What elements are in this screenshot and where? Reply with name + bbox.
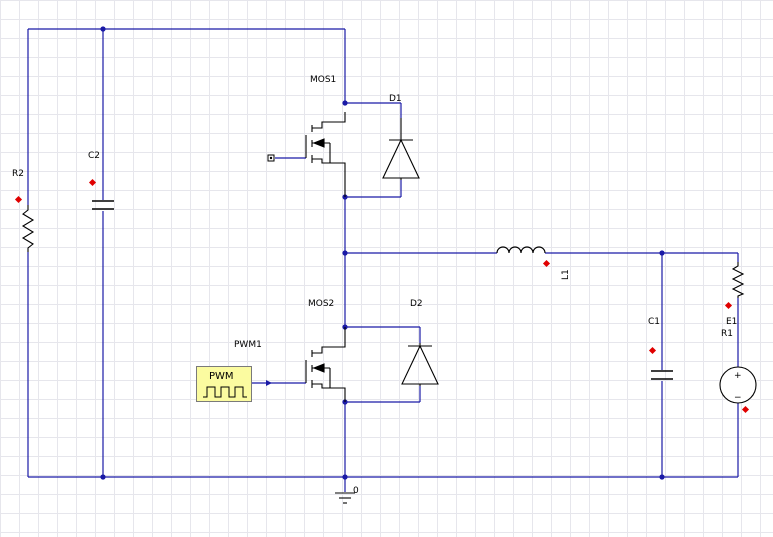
junction-dot bbox=[342, 474, 348, 480]
capacitor-c1[interactable] bbox=[651, 370, 673, 380]
junction-dot bbox=[342, 250, 348, 256]
inductor-l1[interactable] bbox=[496, 246, 546, 254]
mos2-gate-arrow bbox=[266, 380, 272, 386]
diode-d1[interactable] bbox=[382, 118, 420, 180]
junction-dot bbox=[659, 474, 665, 480]
label-d2: D2 bbox=[410, 299, 423, 309]
mos1-gate-dot bbox=[269, 156, 273, 160]
marker-c2 bbox=[88, 178, 97, 187]
junction-dot bbox=[659, 250, 665, 256]
mosfet-mos2[interactable] bbox=[305, 327, 346, 402]
marker-r1 bbox=[724, 301, 733, 310]
marker-c1 bbox=[648, 346, 657, 355]
label-mos2: MOS2 bbox=[308, 299, 335, 309]
label-r1: R1 bbox=[721, 329, 733, 339]
pwm-waveform-icon bbox=[203, 386, 247, 398]
junction-dot bbox=[100, 26, 106, 32]
label-d1: D1 bbox=[389, 94, 402, 104]
ground-symbol[interactable] bbox=[335, 492, 355, 504]
label-r2: R2 bbox=[12, 169, 24, 179]
label-c1: C1 bbox=[648, 317, 661, 327]
mosfet-mos1[interactable] bbox=[305, 112, 346, 197]
resistor-r2[interactable] bbox=[21, 205, 35, 252]
source-minus-symbol: − bbox=[734, 393, 742, 403]
label-ground: 0 bbox=[353, 486, 359, 496]
resistor-r1[interactable] bbox=[731, 262, 745, 298]
pwm-block-label: PWM bbox=[209, 371, 234, 382]
marker-l1 bbox=[542, 259, 551, 268]
label-pwm1: PWM1 bbox=[234, 340, 262, 350]
junction-dot bbox=[342, 100, 348, 106]
label-mos1: MOS1 bbox=[310, 75, 337, 85]
capacitor-c2[interactable] bbox=[92, 200, 114, 210]
junction-dot bbox=[100, 474, 106, 480]
source-plus-symbol: + bbox=[734, 371, 742, 381]
pwm-block[interactable]: PWM bbox=[196, 366, 252, 402]
label-l1: L1 bbox=[561, 269, 571, 280]
red-markers bbox=[14, 178, 750, 414]
voltage-source-e1[interactable] bbox=[719, 366, 757, 404]
marker-r2 bbox=[14, 195, 23, 204]
diode-d2[interactable] bbox=[401, 343, 439, 386]
marker-e1 bbox=[741, 405, 750, 414]
label-c2: C2 bbox=[88, 151, 101, 161]
label-e1: E1 bbox=[726, 317, 738, 327]
wires bbox=[27, 28, 739, 492]
